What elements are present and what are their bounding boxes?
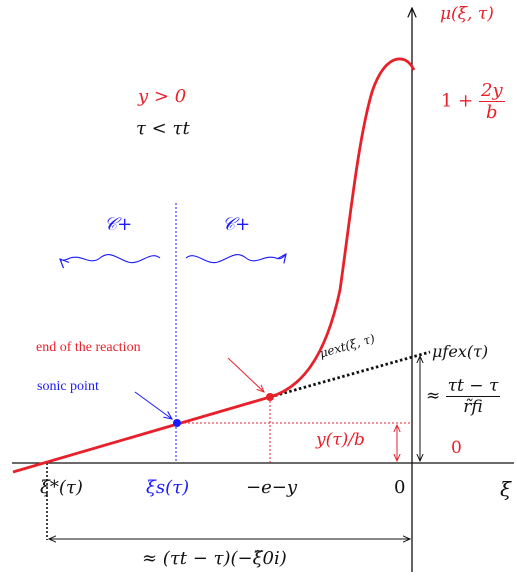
mu-f-ex-label: μfex(τ) xyxy=(432,342,489,361)
approx-prefix: ≈ xyxy=(426,386,441,406)
plateau-numerator: 2y xyxy=(479,80,505,102)
plateau-label: 1 + 2y b xyxy=(441,80,505,123)
approx-fraction: τt − τ r̃fi xyxy=(445,376,501,417)
sonic-point-marker xyxy=(173,419,181,427)
xi-s-label: ξs(τ) xyxy=(146,477,190,498)
zero-axis-label: 0 xyxy=(394,477,406,498)
neg-exp-label: −e−y xyxy=(246,477,297,498)
mu-ext-extrapolation xyxy=(269,350,431,399)
c-plus-right-wave xyxy=(185,254,286,263)
end-reaction-label: end of the reaction xyxy=(36,340,141,355)
c-plus-right-label: 𝒞+ xyxy=(222,214,251,235)
approx-denominator: r̃fi xyxy=(463,397,483,417)
mu-profile-curve xyxy=(12,57,416,474)
mu-axis-label: μ(ξ, τ) xyxy=(440,4,494,24)
approx-numerator: τt − τ xyxy=(445,376,501,397)
bottom-span-label: ≈ (τt − τ)(−ξ̃0i) xyxy=(142,548,287,569)
xi-axis-label: ξ xyxy=(500,477,512,501)
tau-condition-label: τ < τt xyxy=(136,118,190,139)
xi-star-label: ξ*(τ) xyxy=(40,477,83,498)
end-reaction-arrow xyxy=(227,357,264,392)
plateau-prefix: 1 + xyxy=(441,90,474,112)
sonic-point-arrow xyxy=(134,391,172,419)
plateau-fraction: 2y b xyxy=(479,80,505,123)
sonic-point-label: sonic point xyxy=(37,379,99,394)
plateau-denominator: b xyxy=(486,102,498,123)
c-plus-left-wave xyxy=(60,254,161,263)
y-condition-label: y > 0 xyxy=(138,86,187,107)
zero-red-label: 0 xyxy=(451,438,462,458)
reaction-end-point xyxy=(266,393,274,401)
c-plus-left-label: 𝒞+ xyxy=(104,214,133,235)
y-over-b-label: y(τ)/b xyxy=(316,430,365,450)
approx-fraction-label: ≈ τt − τ r̃fi xyxy=(426,376,501,417)
